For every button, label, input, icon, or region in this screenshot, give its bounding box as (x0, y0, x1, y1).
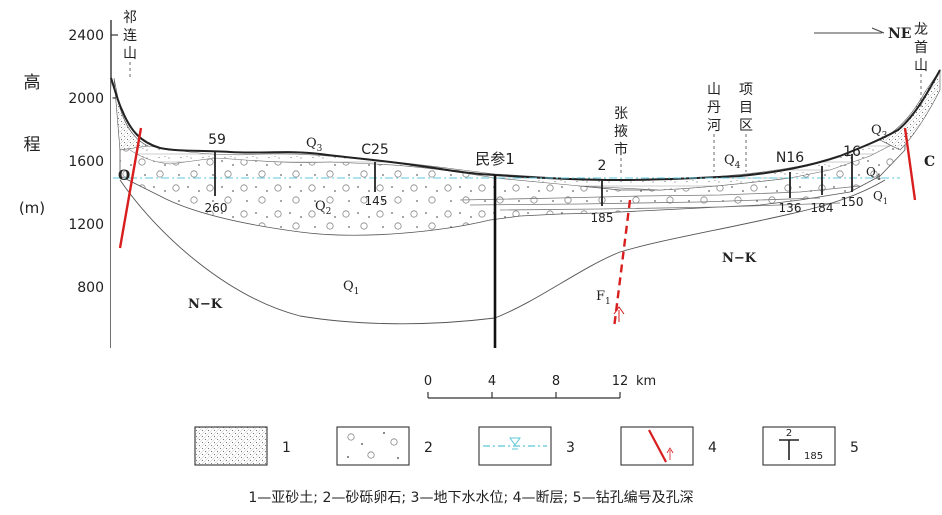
legend: 1 2 3 4 2 185 5 1—亚砂土; 2—砂砾卵石; 3—地下水水位; … (194, 426, 859, 506)
y-tick-label: 1200 (68, 217, 104, 233)
place-qilian: 山 (123, 46, 137, 62)
legend-swatch-borehole (762, 426, 836, 466)
legend-swatch-gravel (336, 426, 410, 466)
place-longshou: 龙 (914, 22, 928, 38)
fault-f1-arrow (613, 306, 625, 322)
fault-label: F1 (596, 289, 611, 307)
place-shandan: 山 (707, 82, 721, 98)
borehole-depth: 185 (591, 211, 614, 225)
place-shandan: 丹 (707, 100, 721, 116)
place-zhangye: 掖 (614, 124, 628, 140)
place-zhangye: 张 (614, 106, 628, 122)
direction-arrow-head (871, 27, 885, 34)
ground-surface (110, 69, 941, 182)
place-project: 项 (739, 82, 753, 98)
place-qilian: 祁 (123, 10, 137, 26)
scale-tick-label: 12 (612, 374, 629, 389)
stratum-label: Q2 (315, 199, 331, 217)
strata-labels: Q3 Q2 Q1 Q4 Q3 Q4 Q1 N−K N−K O C F1 (118, 123, 935, 312)
borehole-depth: 150 (841, 195, 864, 209)
legend-number: 4 (708, 440, 717, 456)
y-axis: 2400 2000 1600 1200 800 高 程 (m) (19, 20, 118, 348)
y-tick-label: 800 (77, 280, 104, 296)
direction-label: NE (888, 26, 911, 42)
stratum-label: N−K (722, 251, 757, 266)
borehole-depth: 145 (365, 194, 388, 208)
stratum-label: C (924, 154, 935, 170)
scale-bar: 0 4 8 12 km (424, 374, 656, 399)
boreholes: 59 260 C25 145 民参1 2 185 N16 136 184 16 … (205, 132, 864, 348)
legend-number: 3 (566, 440, 575, 456)
faults (118, 127, 917, 329)
borehole-depth: 184 (811, 201, 834, 215)
place-qilian: 连 (123, 28, 137, 44)
stratum-label: O (118, 168, 130, 184)
fault-left (118, 127, 143, 249)
strata (110, 69, 941, 348)
q1-lower-boundary (119, 179, 886, 325)
scale-tick-label: 8 (552, 374, 560, 389)
legend-caption: 1—亚砂土; 2—砂砾卵石; 3—地下水水位; 4—断层; 5—钻孔编号及孔深 (248, 490, 693, 506)
legend-number: 2 (424, 440, 433, 456)
place-labels: 祁 连 山 张 掖 市 山 丹 河 项 目 区 龙 首 山 NE (123, 10, 928, 176)
left-slope-deposit (113, 77, 150, 151)
y-axis-title: 程 (24, 135, 41, 155)
place-zhangye: 市 (614, 141, 628, 158)
scale-tick-label: 4 (488, 374, 496, 389)
borehole-label: 16 (843, 144, 861, 160)
borehole-depth: 260 (205, 201, 228, 215)
borehole-depth: 136 (779, 201, 802, 215)
legend-number: 1 (282, 440, 291, 456)
legend-swatch-sandy-soil (194, 426, 268, 466)
place-longshou: 首 (914, 40, 928, 56)
stratum-label: N−K (188, 297, 223, 312)
stratum-label: Q3 (871, 123, 888, 141)
place-project: 区 (739, 118, 753, 134)
stratum-label: Q1 (873, 189, 888, 206)
fault-right (903, 127, 917, 201)
place-shandan: 河 (707, 118, 721, 134)
legend-sample-depth: 185 (804, 451, 823, 462)
place-project: 目 (739, 100, 753, 116)
right-slope-deposit (879, 69, 941, 151)
fault-f1 (612, 199, 632, 329)
legend-number: 5 (850, 440, 859, 456)
y-tick-label: 2400 (68, 28, 104, 44)
interbed-lines (459, 185, 861, 211)
scale-tick-label: 0 (424, 374, 432, 389)
borehole-label: 民参1 (475, 150, 515, 168)
water-level-icon (509, 437, 521, 446)
stratum-label: Q1 (343, 279, 359, 297)
y-axis-title: (m) (19, 199, 45, 217)
y-tick-label: 2000 (68, 91, 104, 107)
borehole-label: 2 (598, 158, 607, 174)
place-longshou: 山 (914, 58, 928, 74)
stratum-label: Q4 (866, 165, 881, 182)
borehole-label: C25 (361, 142, 389, 158)
stratum-label: Q3 (306, 136, 323, 154)
q1-zone (111, 70, 940, 348)
legend-sample-number: 2 (786, 428, 792, 439)
stratum-label: Q4 (724, 153, 741, 171)
y-axis-title: 高 (24, 73, 41, 93)
y-tick-label: 1600 (68, 154, 104, 170)
borehole-label: 59 (208, 132, 226, 148)
borehole-label: N16 (776, 150, 804, 166)
scale-unit: km (636, 374, 656, 389)
